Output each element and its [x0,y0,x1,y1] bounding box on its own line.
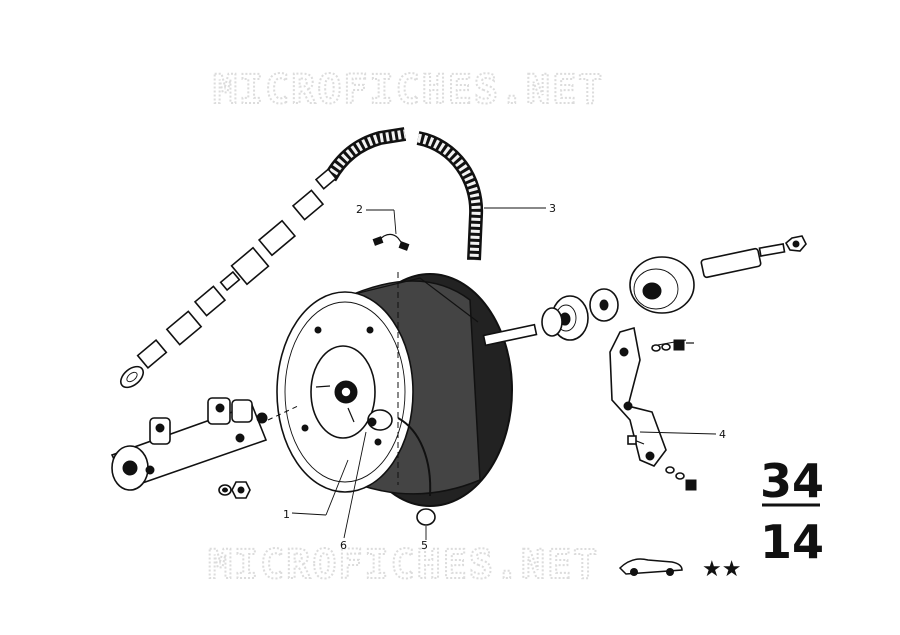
hose-clamp-part [372,233,410,251]
watermark-bottom: MICROFICHES.NET [208,542,599,588]
callout-6: 6 [340,539,347,552]
mounting-nut-washer [218,481,251,499]
callout-3: 3 [549,202,556,215]
brake-booster-body [276,272,538,507]
group-code-sub: 14 [760,515,824,569]
linkage-components [541,235,807,341]
callout-5: 5 [421,539,428,552]
callout-1: 1 [283,508,290,521]
callout-2: 2 [356,203,363,216]
seal-ring-part [416,508,436,526]
check-valve-assembly [119,168,338,389]
group-code-main: 34 [760,454,824,508]
vehicle-symbol-icon [618,558,683,576]
bracket-part [609,326,697,491]
watermark-top: MICROFICHES.NET [213,67,604,113]
vacuum-hose-part [323,127,484,261]
star-markers: ★★ [702,557,741,582]
master-cylinder [110,397,301,491]
leader-lines [291,207,717,540]
callout-4: 4 [719,428,726,441]
